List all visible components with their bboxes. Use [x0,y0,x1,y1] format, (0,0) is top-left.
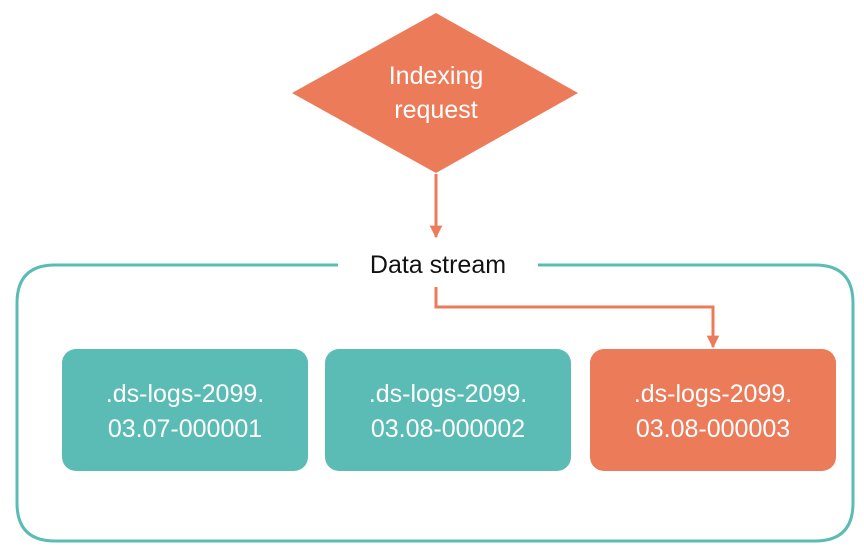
backing-index-name-line2: 03.07-000001 [108,415,262,443]
backing-index-name-line2: 03.08-000002 [371,415,525,443]
backing-index-name-line1: .ds-logs-2099. [369,380,527,408]
backing-index-box [62,349,308,471]
stream-to-write-index-arrow [434,287,720,349]
write-index-name-line1: .ds-logs-2099. [634,380,792,408]
backing-index-1: .ds-logs-2099. 03.07-000001 [62,349,308,471]
backing-index-name-line1: .ds-logs-2099. [106,380,264,408]
indexing-request-label-line2: request [394,96,477,124]
data-stream-label: Data stream [370,251,506,279]
write-index-box [590,349,836,471]
data-stream-container [15,263,855,543]
indexing-request-node: Indexing request [292,13,578,173]
write-index: .ds-logs-2099. 03.08-000003 [590,349,836,471]
indexing-request-diamond [292,13,578,173]
backing-index-2: .ds-logs-2099. 03.08-000002 [325,349,571,471]
backing-index-box [325,349,571,471]
indexing-request-label-line1: Indexing [389,62,484,90]
write-index-name-line2: 03.08-000003 [636,415,790,443]
